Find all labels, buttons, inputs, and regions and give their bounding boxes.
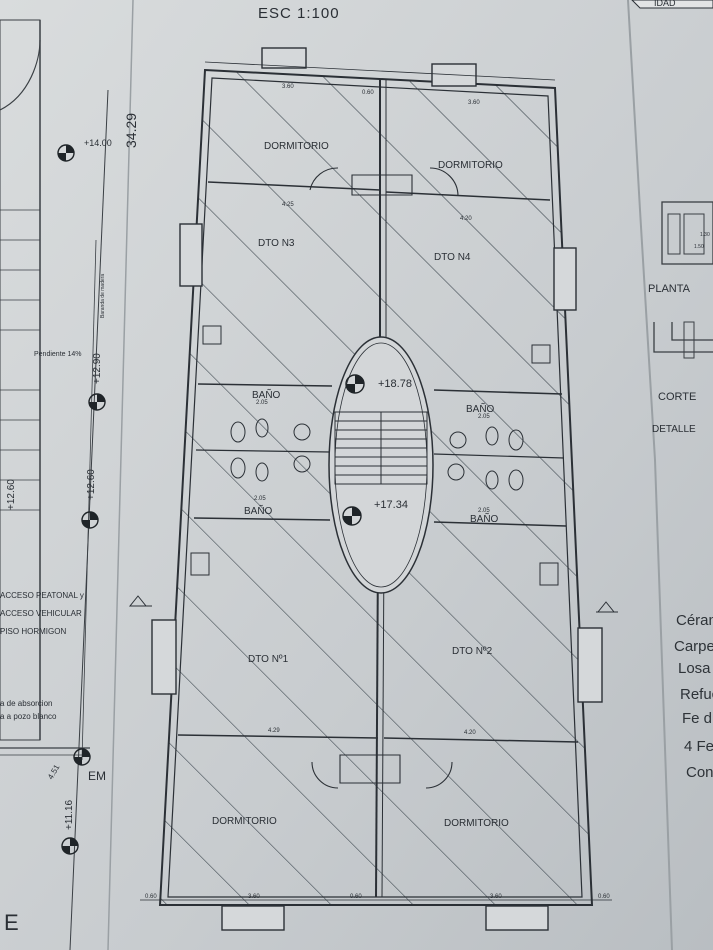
room-dormitorio-top-right: DORMITORIO bbox=[438, 160, 503, 171]
dim-bottom-b: 3.60 bbox=[248, 894, 260, 900]
spec-item: Carpe bbox=[674, 638, 713, 655]
site-level-1: +14.00 bbox=[84, 138, 112, 148]
room-dormitorio-top-left: DORMITORIO bbox=[264, 141, 329, 152]
site-level-5: +11.16 bbox=[64, 799, 75, 830]
dim-bottom-d: 3.60 bbox=[490, 894, 502, 900]
room-dto-4: DTO N4 bbox=[434, 252, 471, 263]
site-access-3: PISO HORMIGON bbox=[0, 627, 66, 636]
detail-dim-2: 1.30 bbox=[700, 232, 710, 238]
room-bano-2: BAÑO bbox=[466, 402, 495, 415]
level-marker-upper: +18.78 bbox=[345, 374, 412, 394]
level-upper-label: +18.78 bbox=[378, 378, 412, 390]
corner-title-box: IDAD bbox=[631, 0, 713, 9]
dim-bano-left-top: 2.05 bbox=[256, 400, 268, 406]
spec-item: Céram bbox=[676, 612, 713, 629]
room-dto-2: DTO Nº2 bbox=[452, 646, 493, 657]
site-railing-label: Baranda de madera bbox=[100, 274, 106, 318]
site-absorb-1: a de absorcion bbox=[0, 699, 52, 708]
spec-item: Losa bbox=[678, 660, 711, 677]
detail-dim-1: 1.50 bbox=[694, 244, 704, 250]
spec-item: Con bbox=[686, 764, 713, 781]
detail-detalle-label: DETALLE bbox=[652, 424, 696, 435]
detail-planta-label: PLANTA bbox=[648, 283, 691, 295]
dim-top-a: 3.60 bbox=[282, 84, 294, 90]
dim-bottom-e: 0.60 bbox=[598, 894, 610, 900]
room-dormitorio-bottom-left: DORMITORIO bbox=[212, 816, 277, 827]
room-bano-3: BAÑO bbox=[244, 504, 273, 517]
site-level-4: +12.60 bbox=[86, 469, 97, 500]
bathroom-fixtures bbox=[190, 325, 559, 586]
spec-item: Refuc bbox=[680, 686, 713, 703]
dim-top-b: 0.60 bbox=[362, 90, 374, 96]
site-letter: E bbox=[4, 910, 19, 935]
room-bano-1: BAÑO bbox=[252, 388, 281, 401]
dim-dto-left: 4.25 bbox=[282, 202, 294, 208]
site-access-2: ACCESO VEHICULAR bbox=[0, 609, 82, 618]
room-dto-3: DTO N3 bbox=[258, 238, 295, 249]
spec-item: Fe d bbox=[682, 710, 713, 727]
corner-title-text: IDAD bbox=[654, 0, 676, 8]
room-dormitorio-bottom-right: DORMITORIO bbox=[444, 818, 509, 829]
site-marker-em: EM bbox=[88, 769, 106, 783]
site-total-dimension: 34.29 bbox=[123, 113, 139, 148]
scale-label: ESC 1:100 bbox=[258, 5, 340, 22]
level-marker-lower: +17.34 bbox=[342, 499, 408, 526]
dim-bottom-a: 0.60 bbox=[145, 894, 157, 900]
site-slope-label: Pendiente 14% bbox=[34, 351, 81, 358]
room-bano-4: BAÑO bbox=[470, 512, 499, 525]
site-access-1: ACCESO PEATONAL y bbox=[0, 591, 84, 600]
detail-corte-label: CORTE bbox=[658, 391, 696, 403]
dim-mid-left: 4.29 bbox=[268, 728, 280, 734]
building-plan: +18.78 +17.34 bbox=[128, 47, 618, 931]
dim-bano-right-bottom: 2.05 bbox=[478, 508, 490, 514]
dim-bano-left-bottom: 2.05 bbox=[254, 496, 266, 502]
site-absorb-2: a a pozo blanco bbox=[0, 712, 57, 721]
dim-mid-right: 4.20 bbox=[464, 730, 476, 736]
site-plan-strip: +14.00 +12.90 +12.60 +12.60 +11.16 34.29… bbox=[0, 19, 139, 950]
spec-item: 4 Fe bbox=[684, 738, 713, 755]
dim-dto-right: 4.20 bbox=[460, 216, 472, 222]
dim-bottom-c: 0.60 bbox=[350, 894, 362, 900]
level-lower-label: +17.34 bbox=[374, 499, 408, 511]
room-dto-1: DTO Nº1 bbox=[248, 654, 289, 665]
stair-treads bbox=[334, 411, 428, 485]
site-level-2: +12.90 bbox=[92, 353, 103, 384]
detail-panel: 1.30 1.50 PLANTA CORTE DETALLE bbox=[648, 201, 713, 435]
dim-bano-right-top: 2.05 bbox=[478, 414, 490, 420]
dim-top-c: 3.60 bbox=[468, 100, 480, 106]
site-level-3: +12.60 bbox=[6, 479, 17, 510]
